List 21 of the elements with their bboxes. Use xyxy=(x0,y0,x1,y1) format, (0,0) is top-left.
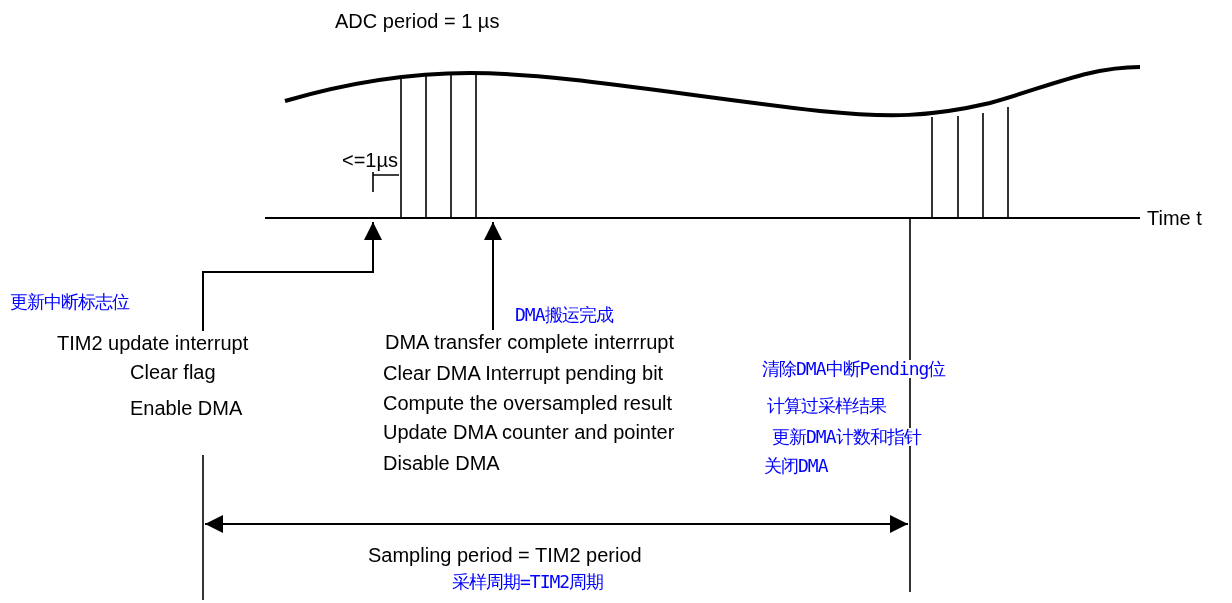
annotation-text: 采样周期=TIM2周期 xyxy=(452,573,604,591)
annotation-text: 更新中断标志位 xyxy=(10,293,129,311)
dimension-label: <=1µs xyxy=(342,150,398,170)
annotation-text: 更新DMA计数和指针 xyxy=(772,428,921,446)
dimension-label: Sampling period = TIM2 period xyxy=(368,545,642,565)
annotation-text: DMA搬运完成 xyxy=(515,306,613,324)
annotation-text: 关闭DMA xyxy=(764,457,828,475)
event-label: TIM2 update interrupt xyxy=(57,333,249,353)
step-text: Disable DMA xyxy=(383,453,500,473)
arrow xyxy=(202,221,382,332)
annotation-text: 清除DMA中断Pending位 xyxy=(762,360,946,378)
step-text: Clear DMA Interrupt pending bit xyxy=(383,363,664,383)
step-text: Update DMA counter and pointer xyxy=(383,422,675,442)
step-text: Compute the oversampled result xyxy=(383,393,673,413)
axis-label: Time t xyxy=(1147,208,1202,228)
step-text: Enable DMA xyxy=(130,398,243,418)
step-text: Clear flag xyxy=(130,362,216,382)
annotation-text: 计算过采样结果 xyxy=(767,397,886,415)
title-text: ADC period = 1 µs xyxy=(335,11,500,31)
arrow xyxy=(484,221,502,331)
event-label: DMA transfer complete interrrupt xyxy=(385,332,674,352)
